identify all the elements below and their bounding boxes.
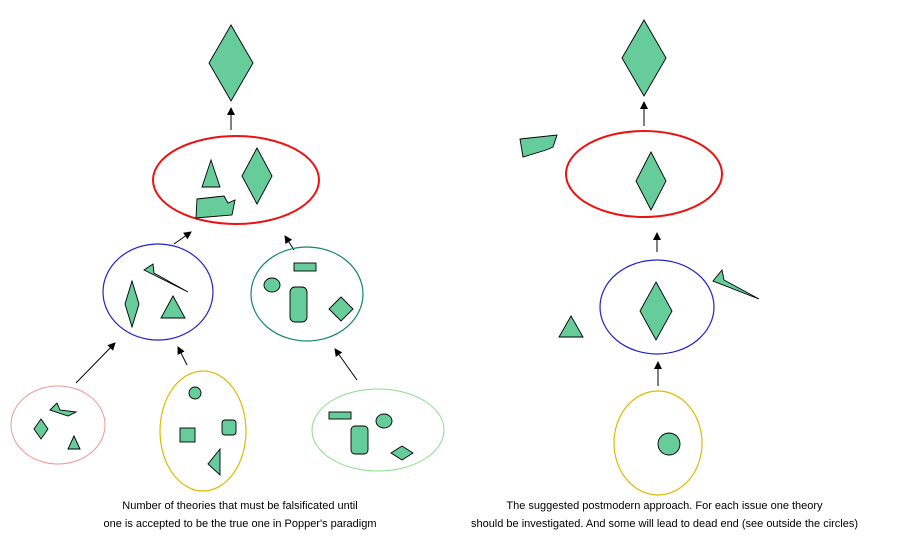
right-caption: The suggested postmodern approach. For e… <box>437 497 892 533</box>
arrow-yellow-to-blue <box>177 346 188 366</box>
diamond-shape <box>639 281 673 341</box>
middle-circle-blue <box>599 259 715 355</box>
diamond-shape <box>124 279 140 329</box>
sliver-shape <box>143 263 189 293</box>
dead-end-flag-shape <box>519 134 558 158</box>
triangle-shape <box>201 158 221 188</box>
circle-shape <box>375 413 393 429</box>
theory-circle-lightgreen <box>311 388 445 472</box>
diamond-shape <box>635 151 667 211</box>
diamond-shape <box>33 418 49 440</box>
arrow-blue-to-red <box>173 231 192 245</box>
final-circle-left <box>152 135 320 225</box>
rounded-rectangle-shape <box>289 286 308 323</box>
left-caption: Number of theories that must be falsific… <box>30 497 450 533</box>
diamond-shape <box>328 296 354 322</box>
arrow-pink-to-blue <box>75 342 116 384</box>
left-caption-line-2: one is accepted to be the true one in Po… <box>103 518 377 530</box>
final-circle-right <box>565 130 723 218</box>
dead-end-sliver-shape <box>712 268 760 300</box>
right-caption-line-2: should be investigated. And some will le… <box>470 518 859 530</box>
middle-circle-green <box>250 246 364 342</box>
square-shape <box>179 427 196 443</box>
diamond-shape <box>390 445 414 461</box>
right-caption-line-1: The suggested postmodern approach. For e… <box>506 500 823 512</box>
arrow-green-to-red <box>284 235 295 251</box>
accepted-theory-diamond <box>208 24 254 102</box>
dead-end-triangle-shape <box>558 315 584 338</box>
rectangle-shape <box>328 411 352 420</box>
triangle-shape <box>67 434 81 450</box>
right-panel <box>519 19 760 496</box>
theory-circle-yellow <box>159 370 247 492</box>
accepted-theory-diamond <box>621 19 667 97</box>
circle-shape <box>188 386 202 400</box>
circle-shape <box>657 432 681 456</box>
triangle-shape <box>160 295 186 319</box>
sliver-shape <box>49 402 78 417</box>
rounded-square-shape <box>221 419 237 436</box>
rounded-rectangle-shape <box>350 425 369 455</box>
arrow-lightgreen-to-green <box>334 348 358 381</box>
diamond-shape <box>241 147 273 205</box>
left-caption-line-1: Number of theories that must be falsific… <box>122 500 358 512</box>
flag-shape <box>195 195 236 219</box>
rectangle-shape <box>293 262 317 272</box>
circle-shape <box>263 277 281 293</box>
theory-circle-yellow <box>613 390 703 496</box>
middle-circle-blue <box>102 243 214 341</box>
triangle-shape <box>207 447 221 477</box>
left-panel <box>10 24 445 492</box>
theory-circle-pink <box>10 385 106 465</box>
